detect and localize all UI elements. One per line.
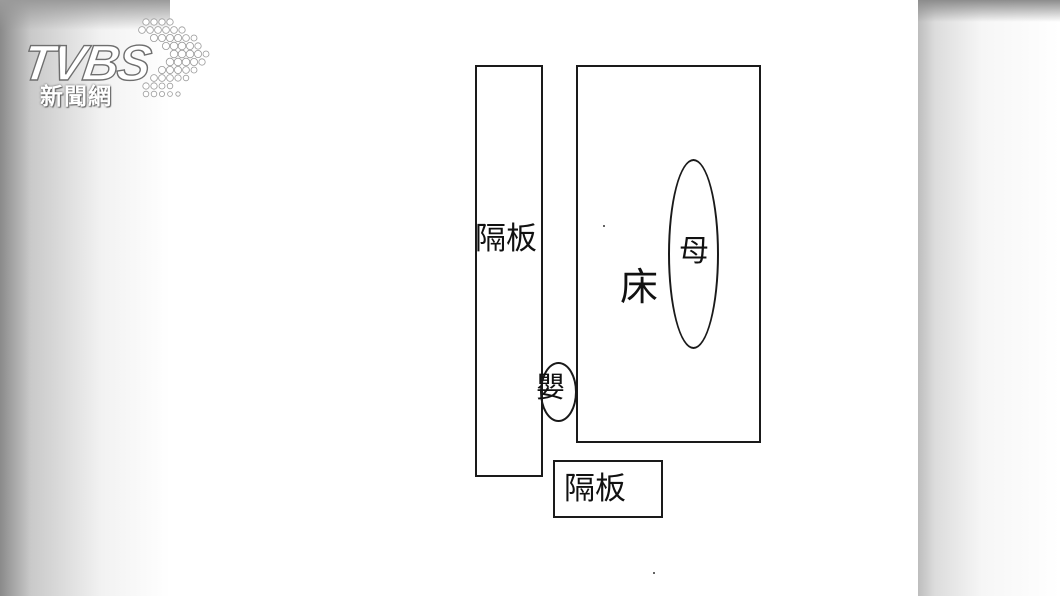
right-frame-bar — [918, 0, 1060, 596]
right-frame-shadow — [918, 0, 1060, 22]
logo-subtitle: 新聞網 — [40, 84, 112, 110]
baby-oval — [540, 362, 577, 422]
left-frame-bar — [0, 0, 170, 596]
logo-wordmark: TVBS — [28, 35, 154, 91]
logo-dot-grid — [138, 18, 210, 98]
bed-label: 床 — [620, 265, 659, 309]
tvbs-logo: TVBS — [28, 18, 210, 98]
baby-label: 嬰 — [536, 370, 566, 404]
mother-label: 母 — [679, 234, 709, 269]
left-partition-label: 隔板 — [475, 221, 537, 257]
left-frame-shadow — [0, 0, 170, 30]
bed-box — [576, 65, 761, 443]
bottom-partition-label: 隔板 — [564, 471, 626, 507]
mother-oval — [668, 159, 719, 349]
left-partition-box — [475, 65, 543, 477]
stray-dot — [653, 572, 655, 574]
diagram-canvas — [170, 0, 918, 596]
bottom-partition-box — [553, 460, 663, 518]
stray-dot — [603, 225, 605, 227]
